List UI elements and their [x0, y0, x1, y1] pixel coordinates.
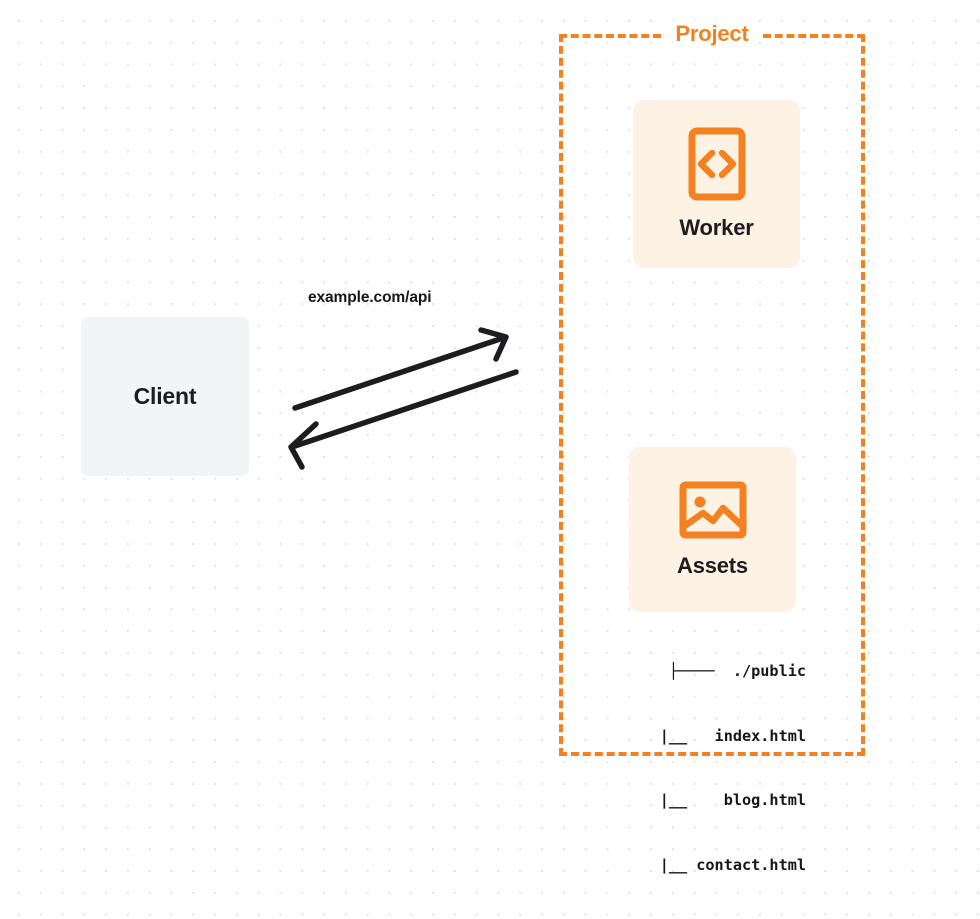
connection-label: example.com/api: [308, 289, 432, 306]
project-title: Project: [668, 21, 756, 47]
file-tree-row: |__ index.html: [632, 726, 806, 745]
project-border-top-right: [763, 34, 865, 38]
file-tree-row: |__ contact.html: [632, 855, 806, 874]
image-icon: [679, 481, 746, 538]
client-label: Client: [133, 383, 197, 409]
project-boundary: Project: [559, 21, 865, 756]
code-brackets-icon: [688, 127, 745, 201]
worker-label: Worker: [679, 215, 754, 240]
file-tree-row: ├──── ./public: [668, 662, 806, 680]
file-tree-row: |__ blog.html: [632, 791, 806, 809]
diagram-canvas: Client example.com/api Project Worker: [81, 21, 865, 874]
project-border-bottom: [559, 752, 865, 756]
assets-label: Assets: [677, 552, 748, 578]
client-node[interactable]: Client: [81, 317, 249, 476]
project-border-right: [861, 34, 865, 756]
request-arrow: [292, 327, 509, 411]
response-arrow: [288, 369, 519, 470]
project-border-left: [559, 34, 563, 756]
asset-file-tree: ├──── ./public |__ index.html |__ blog.h…: [601, 618, 806, 919]
worker-card[interactable]: Worker: [633, 100, 800, 268]
project-border-top-left: [559, 34, 661, 38]
assets-card[interactable]: Assets: [629, 447, 796, 612]
